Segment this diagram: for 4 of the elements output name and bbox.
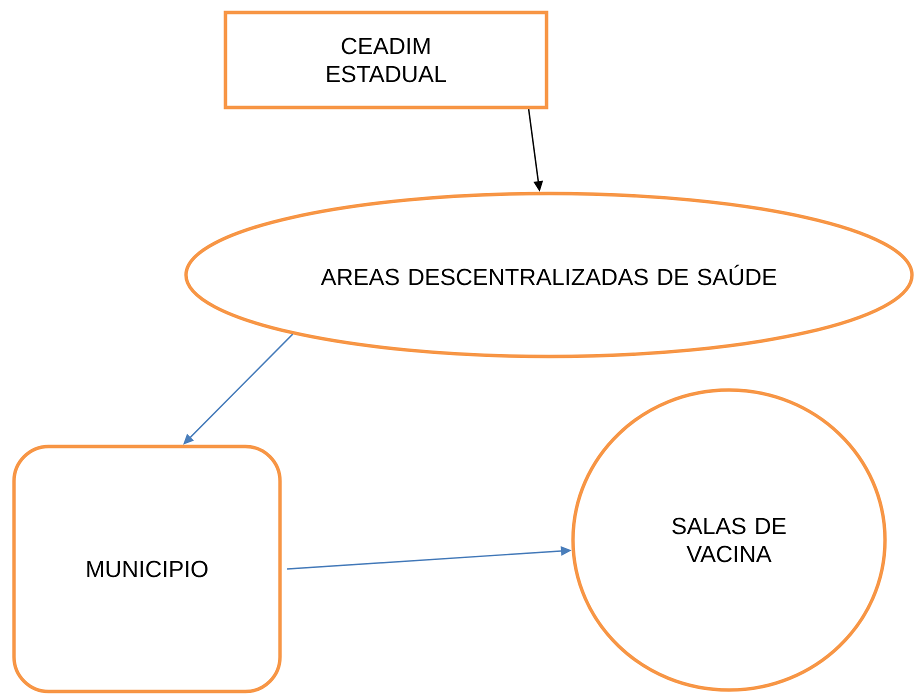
ellipse-node: AREAS DESCENTRALIZADAS DE SAÚDE: [184, 192, 914, 358]
label-box: CEADIM ESTADUAL: [224, 10, 548, 110]
circle-node: SALAS DE VACINA: [571, 388, 887, 692]
rounded-box: MUNICIPIO: [12, 444, 282, 694]
